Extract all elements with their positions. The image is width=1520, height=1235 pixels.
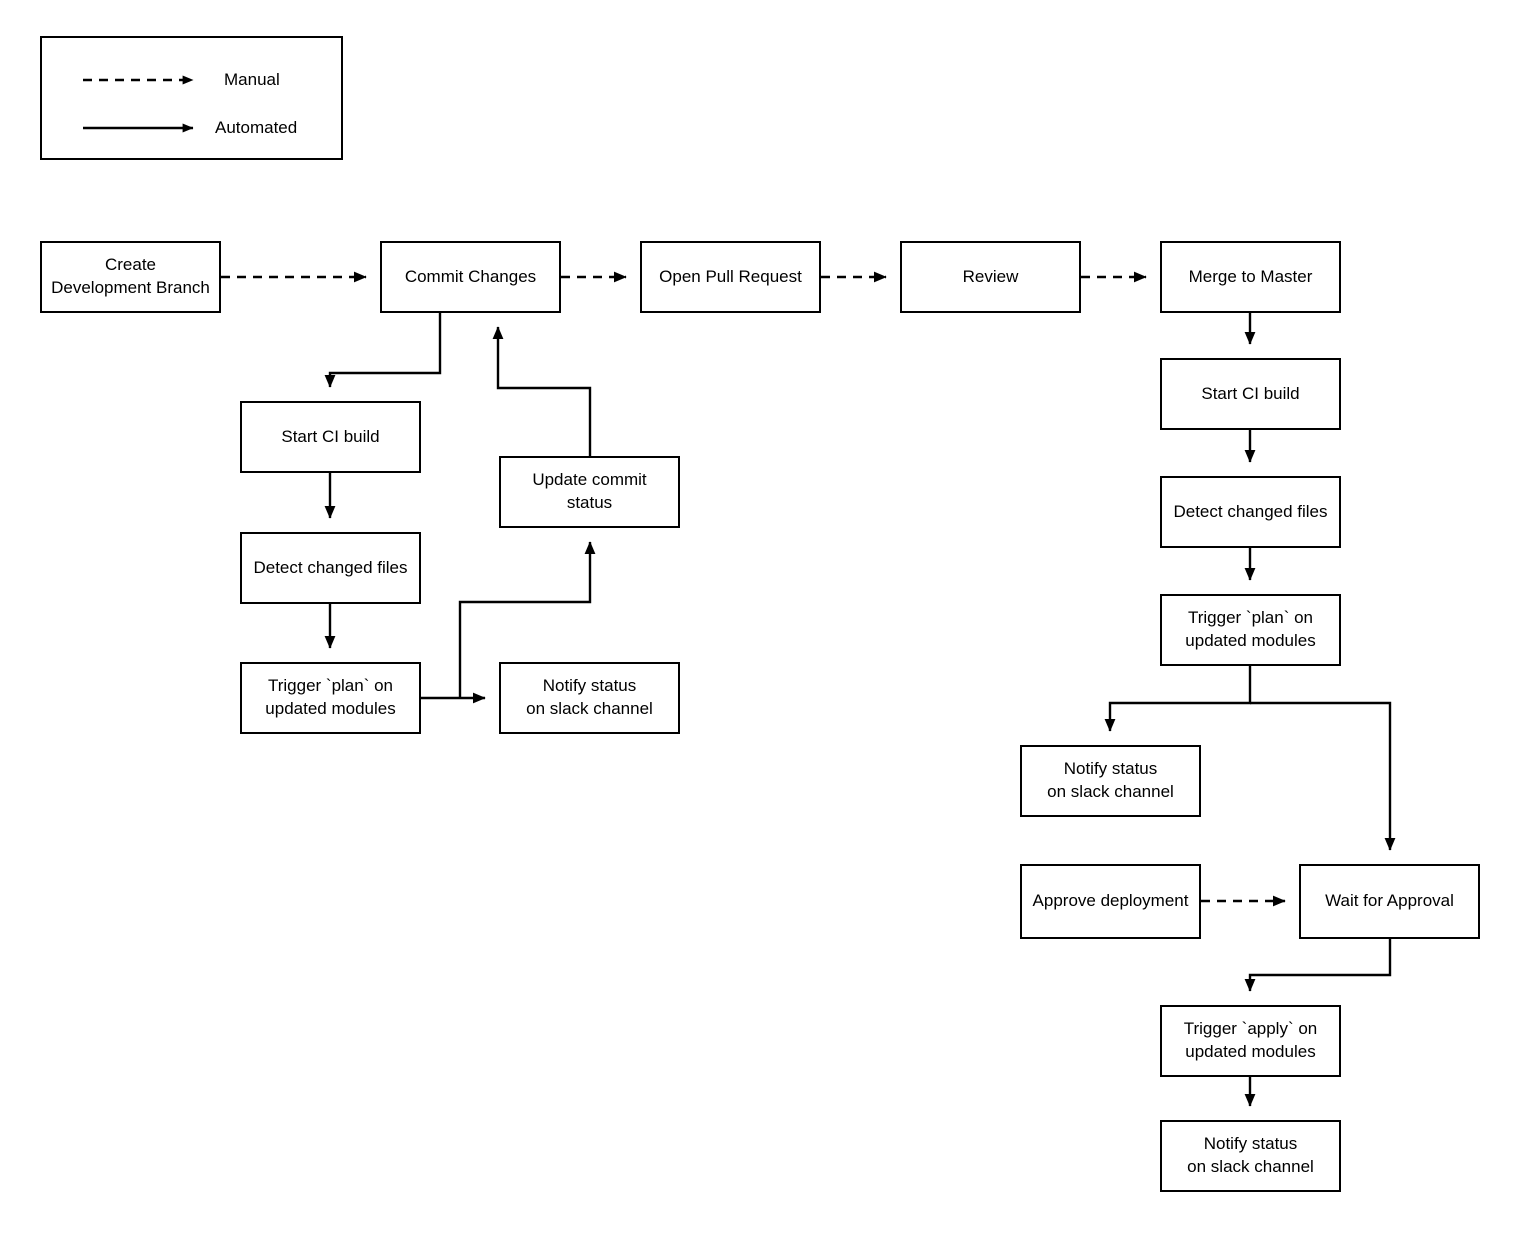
node-trigger-plan-left[interactable]: Trigger `plan` on updated modules: [240, 662, 421, 734]
node-notify-status-plan-right[interactable]: Notify status on slack channel: [1020, 745, 1201, 817]
legend-container: [40, 36, 343, 160]
legend-label-automated: Automated: [215, 118, 298, 137]
node-review[interactable]: Review: [900, 241, 1081, 313]
node-notify-status-left[interactable]: Notify status on slack channel: [499, 662, 680, 734]
edge-plan-right-to-wait-approval: [1250, 701, 1396, 851]
node-trigger-apply-right[interactable]: Trigger `apply` on updated modules: [1160, 1005, 1341, 1077]
node-merge-to-master[interactable]: Merge to Master: [1160, 241, 1341, 313]
edge-plan-right-to-notify: [1104, 666, 1252, 732]
legend-label-manual: Manual: [224, 70, 280, 89]
node-start-ci-build-left[interactable]: Start CI build: [240, 401, 421, 473]
node-detect-changed-files-left[interactable]: Detect changed files: [240, 532, 421, 604]
node-notify-status-apply-right[interactable]: Notify status on slack channel: [1160, 1120, 1341, 1192]
node-trigger-plan-right[interactable]: Trigger `plan` on updated modules: [1160, 594, 1341, 666]
node-commit-changes[interactable]: Commit Changes: [380, 241, 561, 313]
node-open-pull-request[interactable]: Open Pull Request: [640, 241, 821, 313]
edge-commit-to-start-ci-left: [324, 313, 442, 388]
node-detect-changed-files-right[interactable]: Detect changed files: [1160, 476, 1341, 548]
edge-wait-to-trigger-apply: [1244, 939, 1392, 992]
legend-arrows: [83, 75, 194, 133]
node-update-commit-status[interactable]: Update commit status: [499, 456, 680, 528]
node-wait-for-approval[interactable]: Wait for Approval: [1299, 864, 1480, 939]
node-approve-deployment[interactable]: Approve deployment: [1020, 864, 1201, 939]
node-create-development-branch[interactable]: Create Development Branch: [40, 241, 221, 313]
edge-plan-to-update-commit-status: [458, 541, 596, 698]
node-start-ci-build-right[interactable]: Start CI build: [1160, 358, 1341, 430]
edge-update-commit-status-to-commit: [492, 326, 592, 456]
